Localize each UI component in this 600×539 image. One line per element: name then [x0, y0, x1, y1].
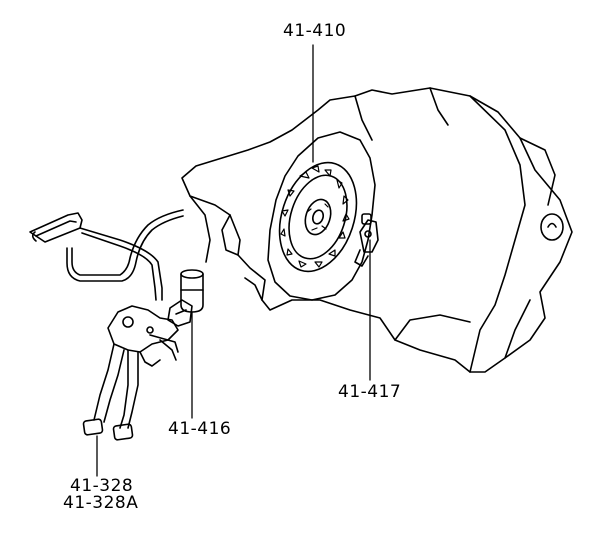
- hydraulic-line: [29, 209, 184, 301]
- slave-cylinder: [354, 213, 379, 267]
- master-cylinder: [167, 269, 204, 327]
- pedal-assembly: [82, 305, 179, 441]
- callout-pedal: 41-328: [70, 476, 134, 496]
- callout-pedal-alt: 41-328A: [63, 493, 139, 513]
- leader-lines: [96, 44, 371, 477]
- callout-master-cylinder: 41-416: [168, 419, 232, 439]
- callout-clutch-disc: 41-410: [283, 21, 347, 41]
- bell-housing: [267, 131, 376, 301]
- callout-slave-cylinder: 41-417: [338, 382, 402, 402]
- engine-block: [181, 87, 573, 373]
- clutch-disc: [278, 161, 358, 273]
